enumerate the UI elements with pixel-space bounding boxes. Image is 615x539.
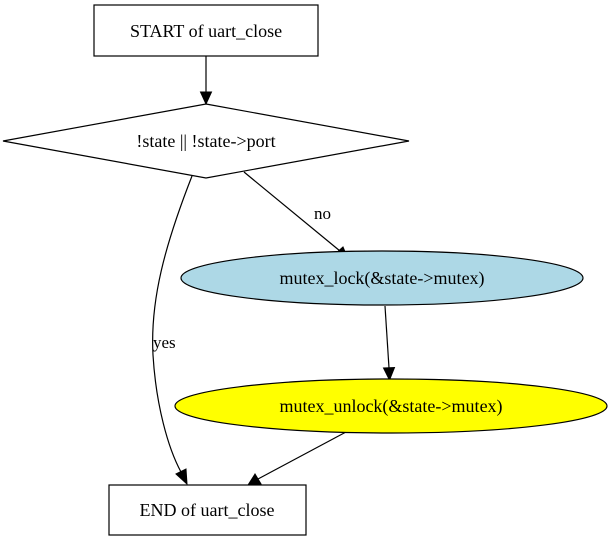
node-mutex-unlock-label: mutex_unlock(&state->mutex) <box>279 396 502 417</box>
node-end: END of uart_close <box>108 484 307 536</box>
edge-unlock-to-end <box>247 431 347 486</box>
edge-start-to-decision <box>199 56 213 106</box>
node-mutex-lock-label: mutex_lock(&state->mutex) <box>279 268 484 289</box>
node-end-label: END of uart_close <box>140 500 275 520</box>
node-decision-label: !state || !state->port <box>136 131 275 151</box>
edge-no-label: no <box>314 204 331 223</box>
node-mutex-unlock: mutex_unlock(&state->mutex) <box>174 378 608 434</box>
edge-yes <box>152 175 193 486</box>
edge-no <box>243 171 349 260</box>
edge-yes-label: yes <box>153 333 176 352</box>
node-mutex-lock: mutex_lock(&state->mutex) <box>180 250 584 306</box>
node-start: START of uart_close <box>93 4 319 57</box>
node-start-label: START of uart_close <box>130 21 282 41</box>
edge-lock-to-unlock <box>382 305 396 382</box>
node-decision: !state || !state->port <box>2 103 410 179</box>
